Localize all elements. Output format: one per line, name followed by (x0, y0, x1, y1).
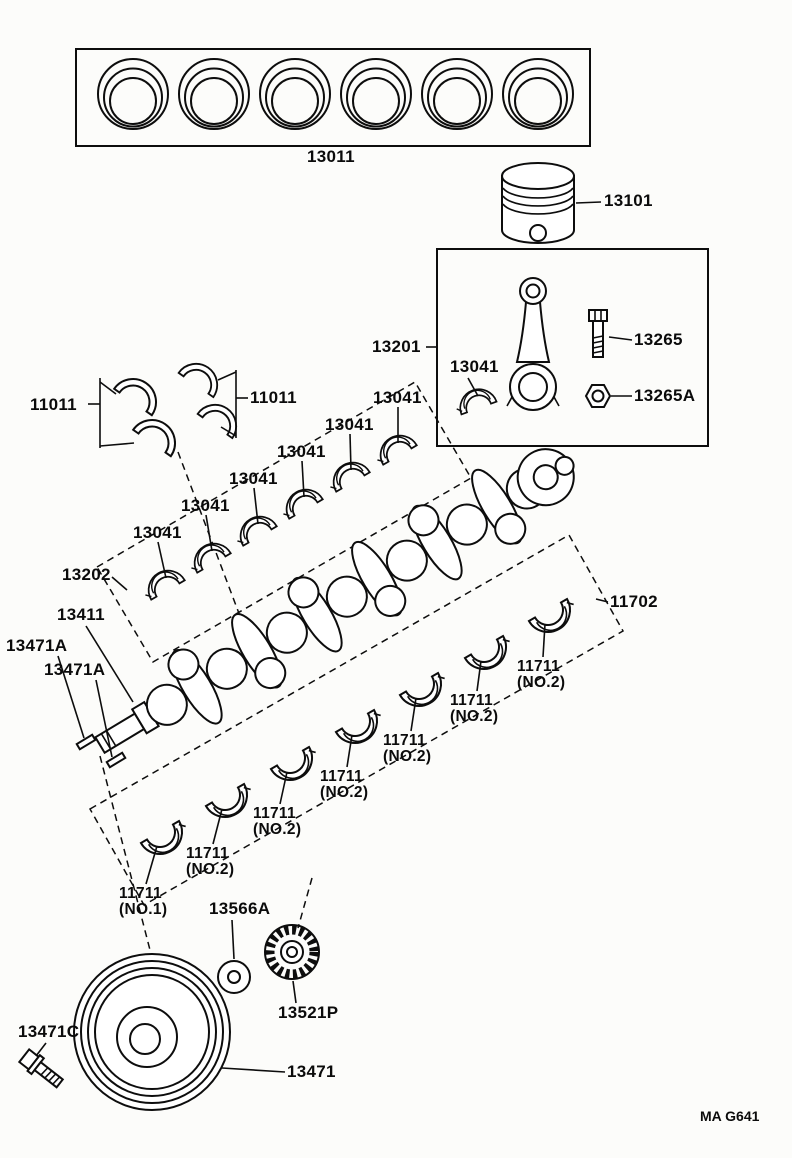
part-label-thrust-washer-front: 11011 (30, 395, 77, 414)
part-label-rod-bearing-set: 13202 (62, 565, 111, 584)
part-label-crank-key-1: 13471A (6, 636, 68, 655)
part-label-piston-rings: 13011 (307, 147, 355, 166)
rod-bolt-drawing (588, 309, 608, 358)
pulley-washer-drawing (217, 960, 251, 994)
part-label-main-bearing-no2-a: 11711 (NO.2) (186, 845, 235, 879)
part-label-upper-bearing-2: 13041 (181, 496, 230, 515)
bearing-position: (NO.2) (253, 821, 302, 839)
part-label-main-bearing-no2-f: 11711 (NO.2) (517, 658, 566, 692)
connecting-rod-drawing (506, 277, 560, 411)
bearing-position: (NO.2) (517, 674, 566, 692)
part-label-main-bearing-no2-e: 11711 (NO.2) (450, 692, 499, 726)
crank-gear-drawing (264, 924, 320, 980)
part-label-upper-bearing-6: 13041 (373, 388, 422, 407)
part-label-piston: 13101 (604, 191, 653, 210)
pulley-drawing (73, 953, 231, 1111)
bearing-position: (NO.2) (186, 861, 235, 879)
part-label-crankshaft: 13411 (57, 605, 105, 624)
piston-rings-box (75, 48, 591, 147)
leader-lines (35, 201, 633, 1073)
part-label-main-bearing-set: 11702 (610, 592, 658, 611)
part-label-rod-nut: 13265A (634, 386, 696, 405)
part-label-upper-bearing-5: 13041 (325, 415, 374, 434)
part-label-rod-bolt: 13265 (634, 330, 683, 349)
part-number: 11711 (450, 692, 493, 709)
part-number: 11711 (186, 845, 229, 862)
part-label-pulley: 13471 (287, 1062, 336, 1081)
part-label-rod-bearing: 13041 (450, 357, 499, 376)
part-number: 11711 (253, 805, 296, 822)
part-label-connecting-rod: 13201 (372, 337, 421, 356)
thrust-washers-drawing (88, 354, 248, 458)
part-label-upper-bearing-1: 13041 (133, 523, 182, 542)
part-label-upper-bearing-3: 13041 (229, 469, 278, 488)
part-label-crank-key-2: 13471A (44, 660, 106, 679)
part-label-main-bearing-no2-c: 11711 (NO.2) (320, 768, 369, 802)
bearing-position: (NO.2) (320, 784, 369, 802)
pulley-bolt-drawing (17, 1047, 65, 1089)
dashed-outlines (88, 380, 625, 951)
part-label-main-bearing-no1: 11711 (NO.1) (119, 885, 168, 919)
part-label-upper-bearing-4: 13041 (277, 442, 326, 461)
part-number: 11711 (320, 768, 363, 785)
page-code: MA G641 (700, 1108, 760, 1124)
lower-bearings-group (139, 596, 582, 864)
bearing-position: (NO.1) (119, 901, 168, 919)
part-number: 11711 (119, 885, 162, 902)
rod-nut-drawing (584, 384, 612, 408)
part-label-thrust-washer-rear: 11011 (250, 388, 297, 407)
part-label-pulley-bolt: 13471C (18, 1022, 80, 1041)
part-label-pulley-washer: 13566A (209, 899, 271, 918)
part-label-main-bearing-no2-b: 11711 (NO.2) (253, 805, 302, 839)
bearing-position: (NO.2) (383, 748, 432, 766)
part-number: 11711 (383, 732, 426, 749)
piston-drawing (501, 162, 575, 244)
crankshaft-drawing (93, 448, 575, 755)
crank-key-2-drawing (105, 751, 127, 769)
crank-key-1-drawing (75, 733, 97, 751)
part-label-crank-gear: 13521P (278, 1003, 339, 1022)
part-number: 11711 (517, 658, 560, 675)
part-label-main-bearing-no2-d: 11711 (NO.2) (383, 732, 432, 766)
bearing-position: (NO.2) (450, 708, 499, 726)
